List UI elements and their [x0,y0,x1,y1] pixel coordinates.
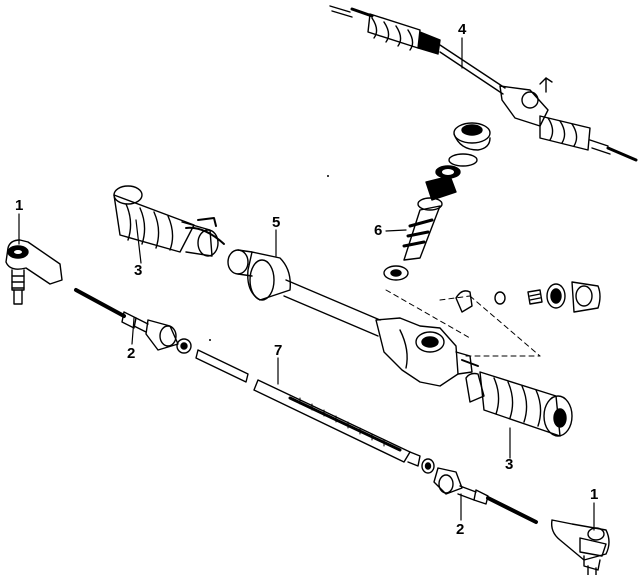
callout-boot-left: 3 [134,262,143,279]
callout-boot-right: 3 [505,456,514,473]
tie-rod-end-left-1 [5,239,63,305]
callout-housing: 5 [272,214,281,231]
boot-left-3 [113,185,225,257]
callout-pinion: 6 [374,222,383,239]
small-parts-row [455,281,601,313]
tie-rod-end-right-1 [550,519,610,575]
leader-lines [385,289,541,357]
housing-5 [227,249,479,387]
rack-7 [195,349,421,467]
callout-inner-tie-rod-left: 2 [127,345,136,362]
callout-rack-assembly: 4 [458,21,467,38]
pinion-6 [383,122,491,281]
callout-rack: 7 [274,342,283,359]
inner-tie-rod-left-2 [74,288,192,354]
callout-tie-rod-end-left: 1 [15,197,24,214]
rack-assembly-4 [329,5,638,162]
stray-dots [209,175,329,341]
inner-tie-rod-right-2 [421,458,538,524]
callout-tie-rod-end-right: 1 [590,486,599,503]
callout-lines [18,37,595,531]
callout-inner-tie-rod-right: 2 [456,521,465,538]
boot-right-3 [465,371,573,437]
